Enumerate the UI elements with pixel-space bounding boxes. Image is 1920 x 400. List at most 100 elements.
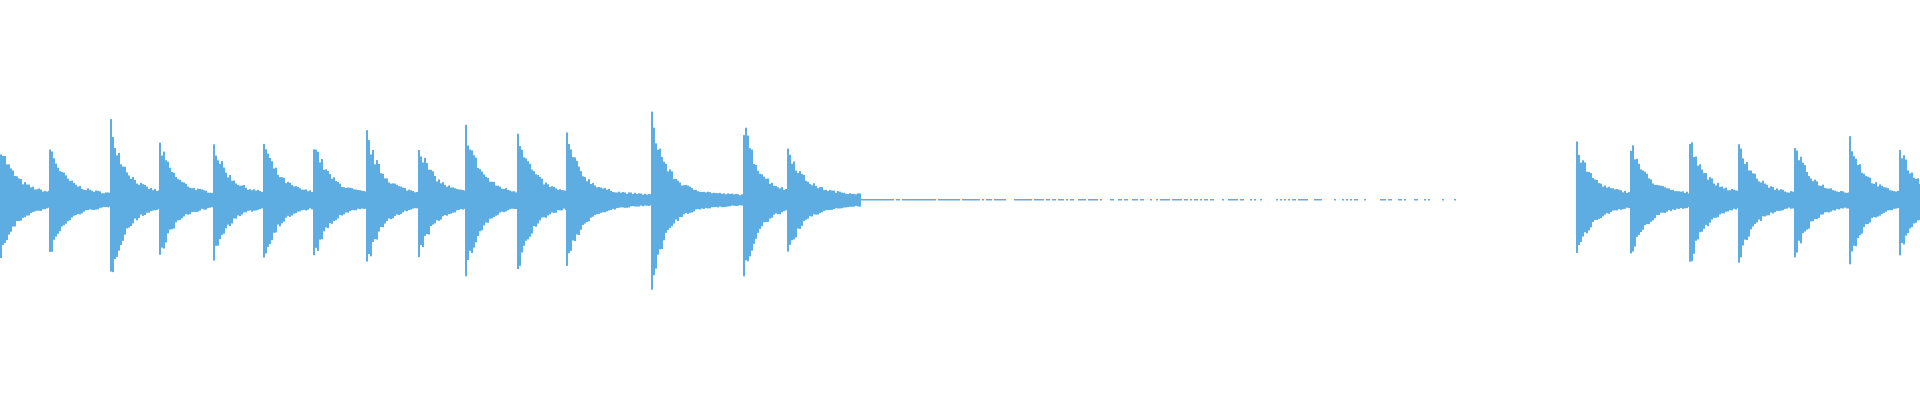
waveform-bar — [1080, 199, 1082, 201]
waveform-bar — [243, 185, 245, 213]
waveform-bar — [1634, 159, 1636, 247]
waveform-bar — [357, 189, 359, 209]
waveform-bar — [1861, 172, 1863, 234]
waveform-bar — [1124, 199, 1126, 201]
waveform-bar — [481, 171, 483, 231]
waveform-bar — [853, 194, 855, 207]
waveform-bar — [179, 179, 181, 220]
waveform-bar — [303, 189, 305, 210]
waveform-bar — [657, 149, 659, 255]
waveform-bar — [783, 189, 785, 212]
waveform-bar — [8, 164, 10, 235]
waveform-bar — [910, 199, 912, 201]
waveform-bar — [73, 183, 75, 216]
waveform-bar — [1796, 150, 1798, 253]
waveform-bar — [1176, 199, 1178, 201]
waveform-bar — [259, 190, 261, 210]
waveform-bar — [789, 154, 791, 245]
waveform-bar — [335, 180, 337, 221]
waveform-bar — [1230, 199, 1232, 201]
waveform-bar — [1260, 199, 1262, 201]
waveform-bar — [277, 174, 279, 225]
waveform-bar — [1066, 199, 1068, 201]
waveform-bar — [1790, 191, 1792, 209]
waveform-bar — [697, 191, 699, 210]
waveform-bar — [612, 192, 614, 209]
waveform-bar — [904, 199, 906, 201]
waveform-bar — [1786, 192, 1788, 209]
waveform-bar — [331, 178, 333, 224]
waveform-bar — [944, 199, 946, 201]
waveform-bar — [410, 190, 412, 210]
waveform-bar — [289, 182, 291, 217]
waveform-bar — [578, 166, 580, 236]
waveform-bar — [713, 192, 715, 208]
waveform-bar — [1905, 159, 1907, 236]
waveform-bar — [745, 127, 747, 261]
waveform-bar — [634, 192, 636, 207]
waveform-bar — [1428, 199, 1430, 201]
waveform-bar — [307, 191, 309, 210]
waveform-bar — [976, 199, 978, 201]
waveform-bar — [1020, 199, 1022, 201]
waveform-bar — [1618, 189, 1620, 210]
waveform-bar — [717, 193, 719, 208]
waveform-bar — [705, 192, 707, 208]
waveform-bar — [400, 186, 402, 215]
waveform-bar — [610, 190, 612, 210]
waveform-bar — [402, 187, 404, 213]
waveform-bar — [156, 190, 158, 210]
waveform-bar — [103, 193, 105, 207]
waveform-bar — [53, 158, 55, 240]
waveform-bar — [1034, 199, 1036, 201]
waveform-bar — [1030, 199, 1032, 201]
waveform-bar — [426, 163, 428, 235]
waveform-bar — [89, 189, 91, 210]
waveform-bar — [1350, 199, 1352, 201]
waveform-bar — [739, 195, 741, 206]
waveform-bar — [16, 176, 18, 222]
waveform-bar — [233, 180, 235, 219]
waveform-bar — [930, 199, 932, 201]
waveform-bar — [1048, 199, 1050, 201]
waveform-bar — [948, 199, 950, 201]
waveform-bar — [1612, 188, 1614, 211]
waveform-bar — [85, 190, 87, 211]
waveform-bar — [876, 199, 878, 201]
waveform-bar — [1686, 191, 1688, 209]
waveform-bar — [1038, 199, 1040, 201]
waveform-bar — [747, 135, 749, 262]
waveform-bar — [1072, 199, 1074, 201]
waveform-bar — [559, 189, 561, 211]
waveform-bar — [1166, 199, 1168, 201]
waveform-bar — [67, 178, 69, 222]
waveform-bar — [1844, 192, 1846, 208]
waveform-bar — [982, 199, 984, 201]
waveform-bar — [376, 160, 378, 240]
waveform-bar — [126, 172, 128, 229]
waveform-bar — [191, 188, 193, 213]
waveform-bar — [6, 164, 8, 241]
waveform-bar — [1750, 170, 1752, 230]
waveform-bar — [221, 161, 223, 235]
waveform-bar — [1302, 199, 1304, 201]
waveform-bar — [140, 182, 142, 215]
waveform-bar — [1676, 191, 1678, 209]
waveform-bar — [837, 190, 839, 209]
waveform-bar — [872, 199, 874, 201]
waveform-bar — [614, 192, 616, 210]
waveform-bar — [759, 173, 761, 229]
waveform-bar — [924, 199, 926, 201]
waveform-bar — [1204, 199, 1206, 201]
waveform-bar — [659, 148, 661, 250]
waveform-bar — [355, 189, 357, 211]
waveform-bar — [938, 199, 940, 201]
waveform-bar — [95, 190, 97, 210]
waveform-bar — [1600, 183, 1602, 219]
waveform-bar — [888, 199, 890, 201]
waveform-bar — [450, 187, 452, 214]
waveform-bar — [958, 199, 960, 201]
waveform-bar — [412, 190, 414, 209]
waveform-bar — [327, 170, 329, 229]
waveform-bar — [851, 193, 853, 207]
